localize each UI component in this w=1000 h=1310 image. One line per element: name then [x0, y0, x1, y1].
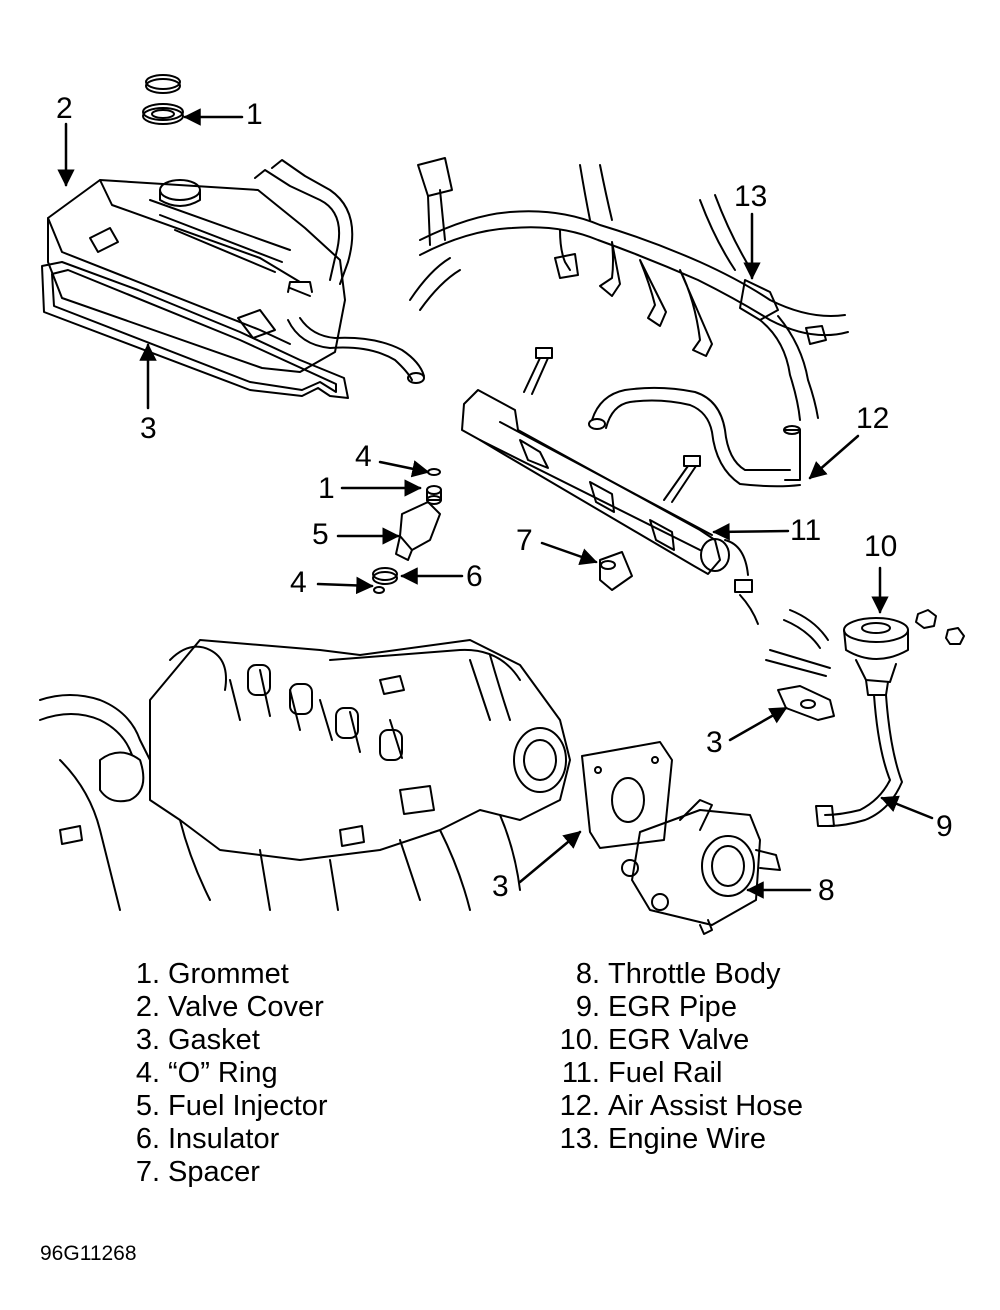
throttle-body-part	[621, 799, 781, 935]
legend-label: Air Assist Hose	[608, 1090, 803, 1122]
legend-label: Valve Cover	[168, 991, 324, 1023]
legend-number: 7.	[135, 1156, 160, 1188]
spacer-part	[599, 551, 633, 591]
callout-1-grommet-injector: 1	[318, 472, 335, 505]
legend-item: 9.EGR Pipe	[554, 991, 803, 1024]
valve-cover-part	[47, 159, 425, 384]
legend-label: Fuel Injector	[168, 1090, 328, 1122]
legend-item: 11.Fuel Rail	[554, 1057, 803, 1090]
legend-label: Throttle Body	[608, 958, 781, 990]
callout-2-valve-cover: 2	[56, 92, 73, 125]
legend-number: 12.	[559, 1090, 600, 1122]
legend-number: 3.	[135, 1024, 160, 1056]
legend-label: EGR Valve	[608, 1024, 750, 1056]
legend-item: 10.EGR Valve	[554, 1024, 803, 1057]
callout-4-o-ring-upper: 4	[355, 440, 372, 473]
legend-item: 7.Spacer	[128, 1156, 328, 1189]
callout-4-o-ring-lower: 4	[290, 566, 307, 599]
legend-number: 10.	[559, 1024, 600, 1056]
callout-1-grommet: 1	[246, 98, 263, 131]
legend-label: Gasket	[168, 1024, 260, 1056]
callout-13-engine-wire: 13	[734, 180, 768, 213]
legend-label: Insulator	[168, 1123, 280, 1155]
egr-valve-part	[843, 609, 965, 696]
legend-item: 5.Fuel Injector	[128, 1090, 328, 1123]
callout-3-cover-gasket: 3	[140, 412, 157, 445]
legend-number: 1.	[135, 958, 160, 990]
leader-arrows	[57, 108, 934, 899]
legend-item: 4.“O” Ring	[128, 1057, 328, 1090]
throttle-gasket-part	[581, 741, 673, 849]
callout-7-spacer: 7	[516, 524, 533, 557]
cover-gasket-part	[41, 261, 349, 399]
egr-gasket-part	[777, 685, 835, 721]
legend-label: EGR Pipe	[608, 991, 737, 1023]
callout-9-egr-pipe: 9	[936, 810, 953, 843]
legend-item: 3.Gasket	[128, 1024, 328, 1057]
legend-label: Spacer	[168, 1156, 260, 1188]
bolt-part	[523, 347, 553, 395]
legend-label: Grommet	[168, 958, 289, 990]
legend-label: “O” Ring	[168, 1057, 278, 1089]
legend-label: Engine Wire	[608, 1123, 766, 1155]
callout-3-throttle-gasket: 3	[492, 870, 509, 903]
legend-item: 12.Air Assist Hose	[554, 1090, 803, 1123]
callout-10-egr-valve: 10	[864, 530, 898, 563]
parts-legend-left: 1.Grommet 2.Valve Cover 3.Gasket 4.“O” R…	[128, 958, 328, 1189]
legend-number: 8.	[575, 958, 600, 990]
callout-3-egr-gasket: 3	[706, 726, 723, 759]
engine-wire-harness-part	[409, 157, 849, 421]
legend-number: 4.	[135, 1057, 160, 1089]
callout-5-fuel-injector: 5	[312, 518, 329, 551]
parts-legend-right: 8.Throttle Body 9.EGR Pipe 10.EGR Valve …	[554, 958, 803, 1156]
legend-number: 13.	[559, 1123, 600, 1155]
egr-pipe-part	[815, 694, 903, 827]
legend-number: 5.	[135, 1090, 160, 1122]
legend-item: 1.Grommet	[128, 958, 328, 991]
grommet-part	[142, 74, 184, 125]
legend-item: 8.Throttle Body	[554, 958, 803, 991]
air-assist-hose-part	[588, 386, 801, 488]
figure-id: 96G11268	[40, 1242, 137, 1265]
legend-item: 2.Valve Cover	[128, 991, 328, 1024]
intake-manifold-part	[39, 639, 571, 911]
legend-number: 2.	[135, 991, 160, 1023]
callout-6-insulator: 6	[466, 560, 483, 593]
fuel-injector-part	[372, 468, 442, 594]
legend-number: 6.	[135, 1123, 160, 1155]
callout-11-fuel-rail: 11	[790, 514, 822, 547]
callout-8-throttle-body: 8	[818, 874, 835, 907]
callout-12-air-assist-hose: 12	[856, 402, 890, 435]
fuel-rail-part	[461, 389, 753, 593]
legend-item: 6.Insulator	[128, 1123, 328, 1156]
legend-label: Fuel Rail	[608, 1057, 723, 1089]
legend-number: 11.	[561, 1057, 600, 1089]
bolt-part	[663, 455, 701, 503]
legend-item: 13.Engine Wire	[554, 1123, 803, 1156]
legend-number: 9.	[575, 991, 600, 1023]
